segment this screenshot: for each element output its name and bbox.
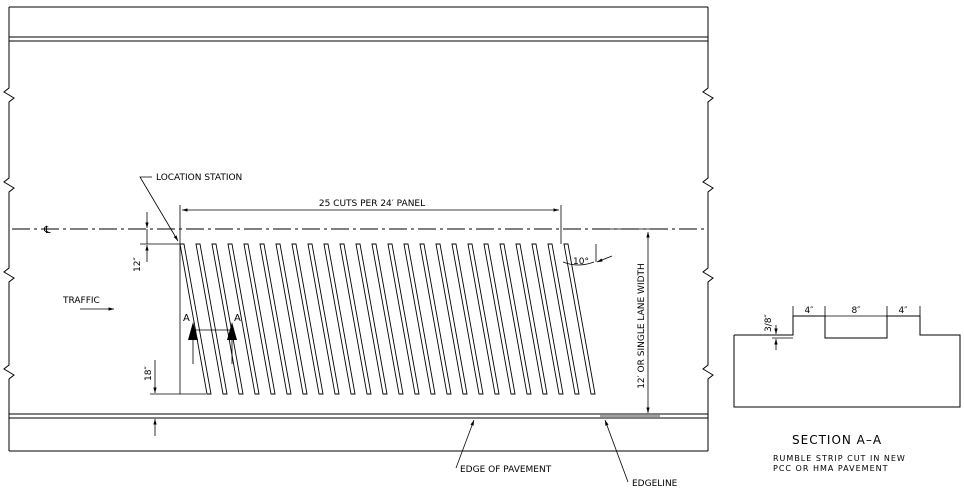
rumble-cut [339,243,372,395]
location-station-label: LOCATION STATION [156,173,242,183]
angle-label: 10° [573,257,589,267]
dim-18-label: 18″ [144,366,154,381]
rumble-cut [515,243,548,395]
angle-annotation [562,244,613,266]
rumble-cut [211,243,244,395]
edge-of-pavement-label: EDGE OF PAVEMENT [460,465,552,475]
section-view [733,306,961,408]
rumble-cut [275,243,308,395]
right-break-line [702,7,714,451]
rumble-cut [307,243,340,395]
section-dim-cut1: 4″ [804,306,814,316]
rumble-cut [435,243,468,395]
road-plan [3,6,714,452]
section-dim-spacing: 8″ [851,306,861,316]
rumble-cut [563,243,596,395]
lane-width-label: 12′ OR SINGLE LANE WIDTH [637,263,647,389]
section-dim-depth: 3/8″ [764,314,774,332]
dim-12-label: 12″ [133,257,143,272]
traffic-label: TRAFFIC [62,296,100,306]
lane-width-dimension [600,228,660,417]
rumble-cut [387,243,420,395]
dim-12-inch [140,212,180,262]
rumble-cut [371,243,404,395]
rumble-cut [227,243,260,395]
section-title: SECTION A–A [792,433,882,447]
rumble-cut [403,243,436,395]
rumble-cut [291,243,324,395]
rumble-cut [179,243,212,395]
rumble-cut [531,243,564,395]
rumble-cut [499,243,532,395]
rumble-cut [243,243,276,395]
rumble-cut [323,243,356,395]
edgeline-leader [604,419,629,483]
edge-of-pavement-leader [455,419,475,469]
rumble-cut [195,243,228,395]
rumble-cut [451,243,484,395]
cuts-label: 25 CUTS PER 24′ PANEL [319,199,425,209]
section-markers [188,322,237,364]
section-marker-left: A [183,313,190,324]
section-marker-right: A [234,313,241,324]
rumble-cut [355,243,388,395]
location-station-leader [139,176,179,242]
section-caption-line1: RUMBLE STRIP CUT IN NEW [773,454,906,463]
section-caption-line2: PCC OR HMA PAVEMENT [773,464,889,473]
rumble-cut [483,243,516,395]
centerline-symbol: ℄ [43,225,51,236]
left-break-line [3,7,15,451]
rumble-cuts [179,243,596,395]
rumble-cut [467,243,500,395]
section-dim-cut2: 4″ [898,306,908,316]
edgeline-label: EDGELINE [632,479,678,489]
rumble-cut [259,243,292,395]
rumble-cut [547,243,580,395]
rumble-cut [419,243,452,395]
dim-18-inch [150,360,206,436]
